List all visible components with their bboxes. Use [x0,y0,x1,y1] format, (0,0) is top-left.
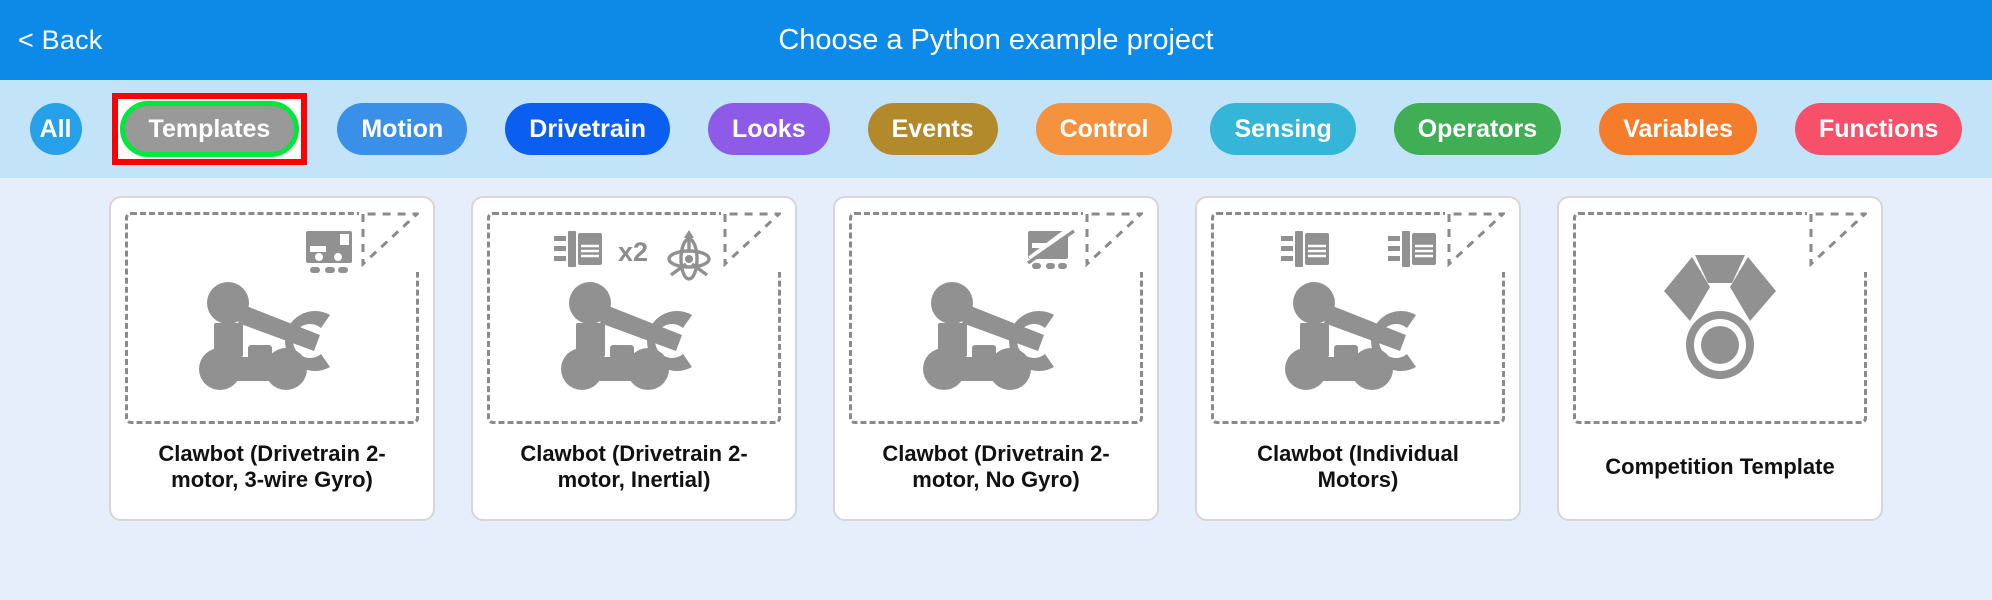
app-header: < Back Choose a Python example project [0,0,1992,80]
clawbot-icon [561,282,692,390]
fold-corner-mask [1083,210,1145,272]
project-card[interactable]: Competition Template [1557,196,1883,521]
project-thumbnail [849,210,1145,424]
project-art [1576,215,1864,421]
category-chip-templates[interactable]: Templates [119,101,300,157]
category-chip-operators[interactable]: Operators [1393,103,1562,155]
medal-icon [1664,255,1776,379]
project-card-label: Clawbot (Drivetrain 2-motor, 3-wire Gyro… [158,440,386,492]
project-card[interactable]: Clawbot (Drivetrain 2-motor, 3-wire Gyro… [109,196,435,521]
project-card-label: Clawbot (Drivetrain 2-motor, Inertial) [520,440,748,492]
chip-wrap: Motion [329,95,475,163]
project-card[interactable]: Clawbot (Drivetrain 2-motor, No Gyro) [833,196,1159,521]
project-art [490,215,778,421]
project-card-label: Clawbot (Drivetrain 2-motor, No Gyro) [882,440,1110,492]
category-chip-events[interactable]: Events [867,103,998,155]
page-fold-corner-icon [723,212,783,270]
project-art [852,215,1140,421]
project-card-label: Competition Template [1605,453,1835,479]
project-thumbnail [125,210,421,424]
chip-wrap: Sensing [1202,95,1363,163]
clawbot-icon [1285,282,1416,390]
page-fold-corner-icon [361,212,421,270]
category-filter-bar: All Templates Motion Drivetrain Looks Events C… [0,80,1992,178]
back-button[interactable]: < Back [18,24,103,55]
selected-chip-highlight: Templates [111,93,308,165]
project-art [1214,215,1502,421]
clawbot-icon [199,282,330,390]
chip-wrap: Functions [1787,95,1970,163]
category-chip-motion[interactable]: Motion [337,103,468,155]
chip-wrap: Events [860,95,1006,163]
fold-corner-mask [1445,210,1507,272]
chip-wrap: Drivetrain [497,95,678,163]
page-fold-corner-icon [1447,212,1507,270]
page-fold-corner-icon [1085,212,1145,270]
project-thumbnail [1573,210,1869,424]
chip-wrap: Variables [1591,95,1765,163]
category-chip-functions[interactable]: Functions [1795,103,1963,155]
project-card-grid: Clawbot (Drivetrain 2-motor, 3-wire Gyro… [0,178,1992,600]
chip-wrap: All [22,95,90,163]
category-chip-control[interactable]: Control [1035,103,1173,155]
project-card[interactable]: Clawbot (Individual Motors) [1195,196,1521,521]
project-card-label: Clawbot (Individual Motors) [1257,440,1459,492]
fold-corner-mask [359,210,421,272]
page-title: Choose a Python example project [778,23,1214,56]
chip-wrap: Operators [1386,95,1569,163]
chip-wrap: Looks [700,95,838,163]
category-chip-variables[interactable]: Variables [1599,103,1758,155]
category-chip-all[interactable]: All [29,103,82,155]
clawbot-icon [923,282,1054,390]
project-thumbnail [1211,210,1507,424]
project-art [128,215,416,421]
category-chip-sensing[interactable]: Sensing [1210,103,1356,155]
fold-corner-mask [1807,210,1869,272]
category-chip-looks[interactable]: Looks [707,103,830,155]
project-card[interactable]: x2 Clawbot (Drivetrain 2-motor, Inertial… [471,196,797,521]
fold-corner-mask [721,210,783,272]
page-fold-corner-icon [1809,212,1869,270]
chip-wrap: Control [1028,95,1181,163]
category-chip-drivetrain[interactable]: Drivetrain [505,103,670,155]
project-thumbnail: x2 [487,210,783,424]
